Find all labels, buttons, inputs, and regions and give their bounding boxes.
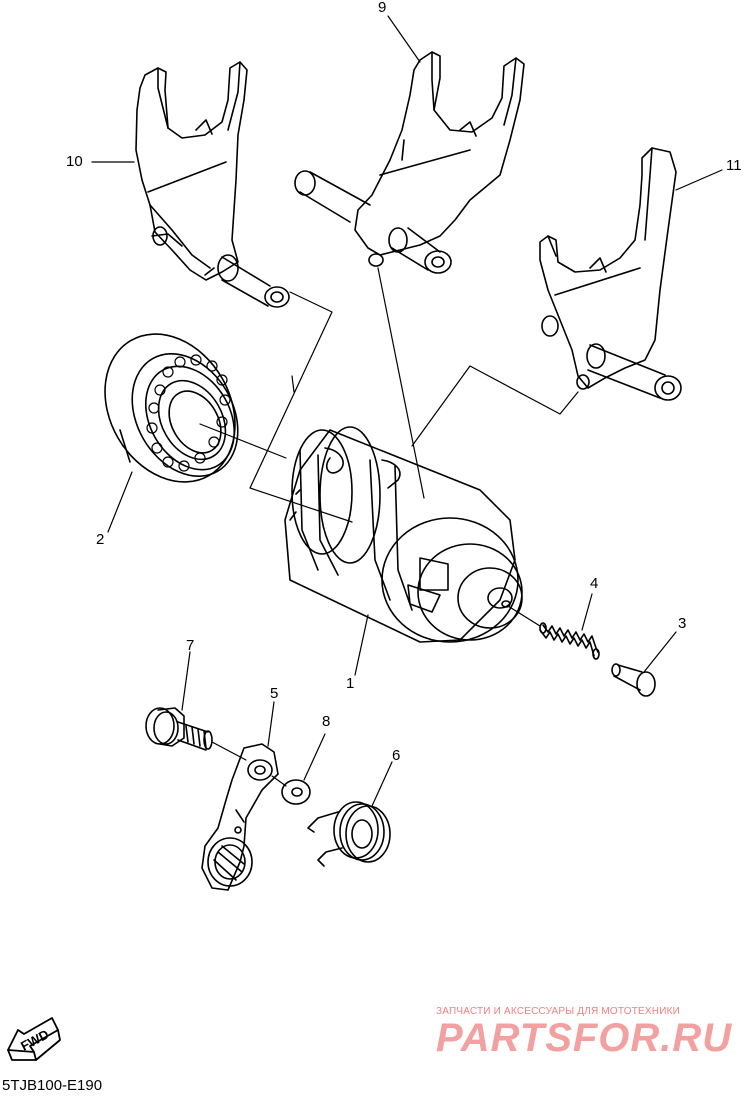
callout-4: 4 — [590, 575, 599, 592]
shift-fork-11 — [539, 147, 682, 401]
shift-drum-1 — [284, 426, 523, 643]
callout-6: 6 — [392, 747, 401, 764]
callout-7: 7 — [186, 637, 195, 654]
assembly-reference-lines — [199, 267, 579, 787]
watermark-logo: PARTSFOR.RU — [436, 1016, 733, 1060]
callout-8: 8 — [322, 713, 331, 730]
callout-5: 5 — [270, 685, 279, 702]
fwd-label: FWD — [18, 1027, 51, 1054]
shift-fork-10 — [135, 61, 290, 308]
stopper-lever-5 — [201, 743, 279, 891]
callout-9: 9 — [378, 0, 387, 16]
callout-3: 3 — [678, 615, 687, 632]
spring-4 — [539, 622, 600, 660]
callout-1: 1 — [346, 675, 355, 692]
bearing-2 — [104, 333, 239, 483]
torsion-spring-6 — [307, 801, 391, 867]
watermark-tagline: ЗАПЧАСТИ И АКСЕССУАРЫ ДЛЯ МОТОТЕХНИКИ — [436, 1006, 681, 1017]
bolt-7 — [145, 707, 213, 751]
callout-10: 10 — [66, 153, 83, 170]
diagram-code: 5TJB100-E190 — [2, 1077, 103, 1094]
shift-fork-9 — [294, 51, 525, 274]
washer-8 — [281, 779, 311, 805]
pin-3 — [611, 663, 656, 697]
leader-lines — [91, 15, 723, 807]
callout-11: 11 — [726, 157, 742, 174]
fwd-arrow-icon — [7, 1017, 61, 1061]
callout-2: 2 — [96, 531, 105, 548]
